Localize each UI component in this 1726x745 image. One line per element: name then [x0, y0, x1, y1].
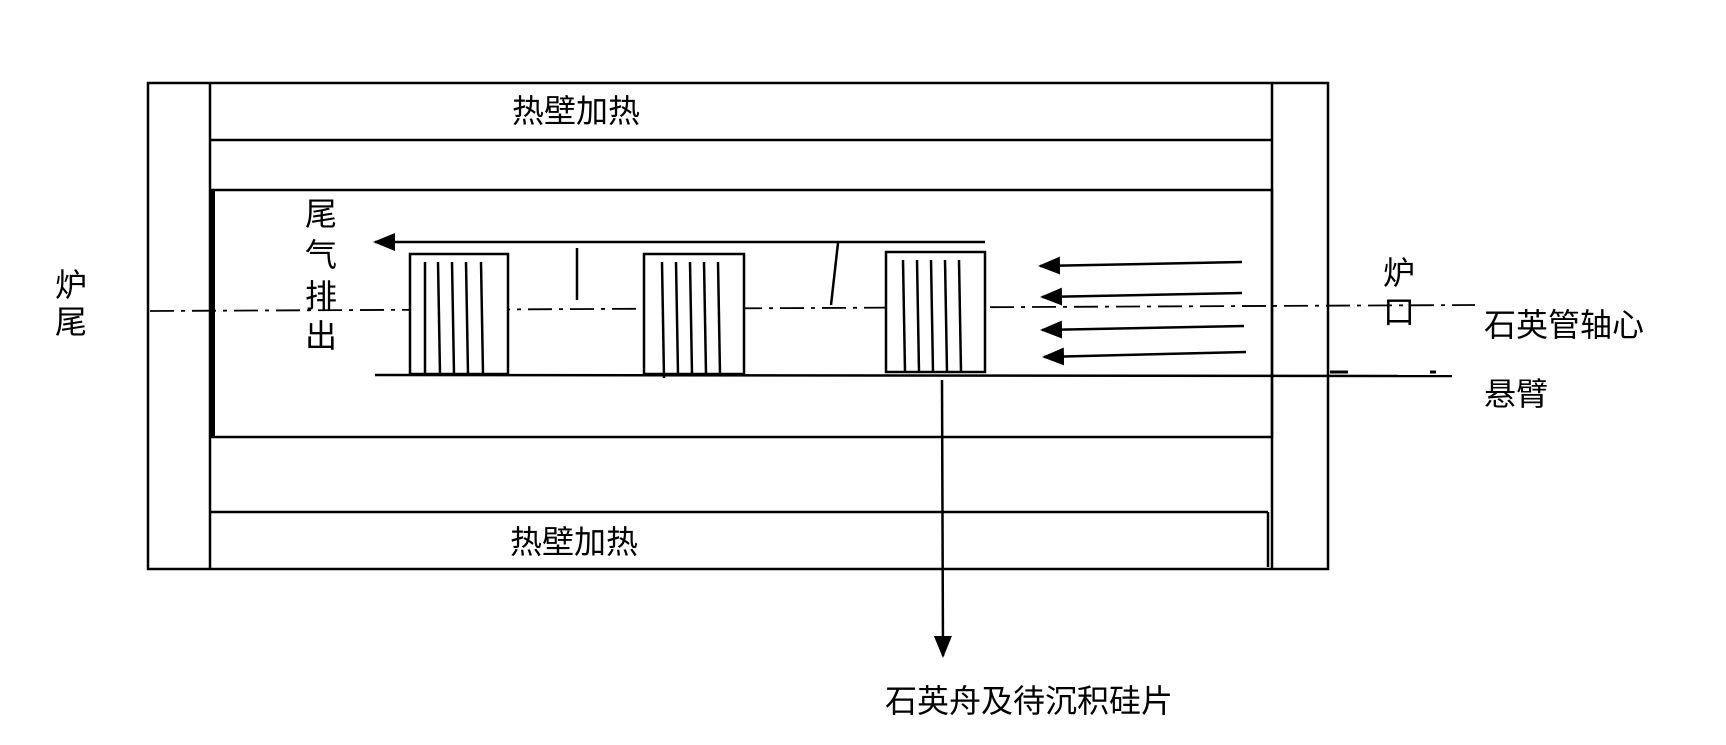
cantilever-label: 悬臂: [1484, 375, 1548, 413]
quartz-boat-2: [642, 252, 746, 379]
exhaust-label-char-3: 排: [305, 277, 337, 315]
gas-inflow-arrow-3: [1040, 320, 1245, 339]
quartz-boat-3: [884, 250, 987, 374]
furnace-tail-label-char-2: 尾: [55, 303, 87, 341]
furnace-outer-frame: [146, 81, 1330, 571]
cantilever-line: [374, 373, 1453, 378]
furnace-tail-label-char-1: 炉: [55, 266, 87, 304]
exhaust-label-char-1: 尾: [305, 195, 337, 233]
gas-inflow-arrow-4: [1042, 347, 1247, 366]
exhaust-label-char-4: 出: [305, 317, 337, 355]
tube-axis-line: [149, 304, 1476, 312]
top-heater-label: 热壁加热: [512, 92, 640, 130]
gas-inflow-arrow-2: [1040, 287, 1243, 306]
boat-and-wafers-label: 石英舟及待沉积硅片: [885, 682, 1173, 720]
exhaust-connector-2: [829, 242, 840, 306]
gas-inflow-arrow-1: [1038, 256, 1243, 275]
exhaust-label-char-2: 气: [305, 236, 337, 274]
furnace-mouth-label-char-1: 炉: [1383, 254, 1415, 292]
boat-leader-arrow: [933, 379, 952, 658]
quartz-boat-1: [408, 252, 510, 376]
tube-axis-label: 石英管轴心: [1484, 306, 1644, 344]
furnace-mouth-label-char-2: 口: [1383, 293, 1415, 331]
bottom-heater-label: 热壁加热: [510, 523, 638, 561]
